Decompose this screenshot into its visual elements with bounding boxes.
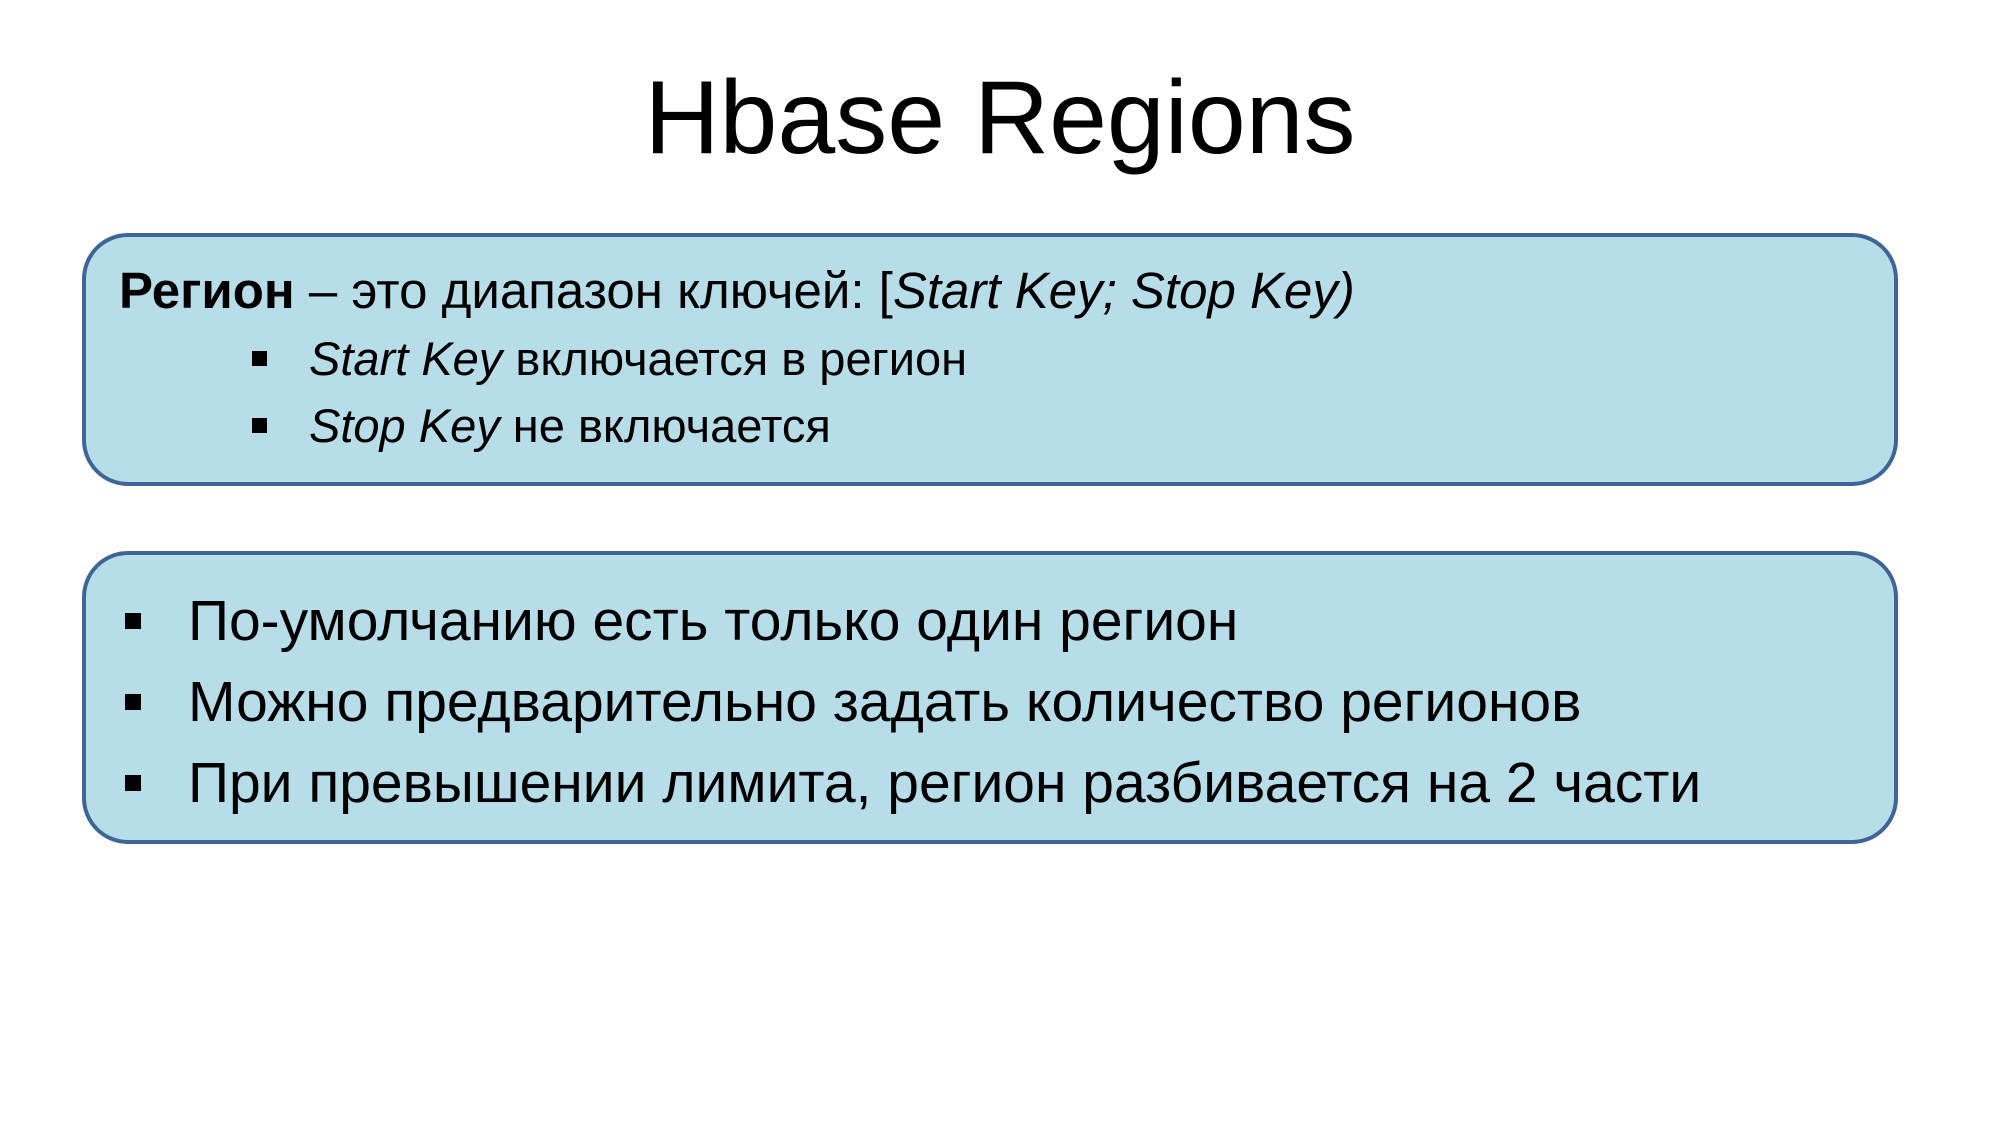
definition-text: – это диапазон ключей: [: [294, 262, 893, 319]
list-item: По-умолчанию есть только один регион: [123, 581, 1894, 662]
list-item: При превышении лимита, регион разбиваетс…: [123, 743, 1894, 824]
slide-title: Hbase Regions: [644, 60, 1356, 176]
square-bullet-icon: [252, 418, 267, 433]
key-name: Start Key: [309, 332, 503, 385]
fact-text: По-умолчанию есть только один регион: [188, 589, 1239, 653]
list-item: Stop Key не включается: [250, 392, 1894, 459]
key-rule-text: не включается: [499, 399, 831, 452]
fact-text: Можно предварительно задать количество р…: [188, 670, 1582, 734]
region-definition-box: Регион – это диапазон ключей: [Start Key…: [82, 233, 1898, 486]
list-item: Start Key включается в регион: [250, 325, 1894, 392]
fact-text: При превышении лимита, регион разбиваетс…: [188, 751, 1702, 815]
region-facts-list: По-умолчанию есть только один регион Мож…: [123, 581, 1894, 824]
key-name: Stop Key: [309, 399, 500, 452]
definition-range: Start Key; Stop Key): [892, 262, 1355, 319]
square-bullet-icon: [125, 613, 141, 629]
list-item: Можно предварительно задать количество р…: [123, 662, 1894, 743]
region-definition: Регион – это диапазон ключей: [Start Key…: [119, 257, 1894, 325]
key-rule-text: включается в регион: [502, 332, 968, 385]
square-bullet-icon: [252, 351, 267, 366]
square-bullet-icon: [125, 775, 141, 791]
region-facts-box: По-умолчанию есть только один регион Мож…: [82, 551, 1898, 844]
square-bullet-icon: [125, 694, 141, 710]
key-rules-list: Start Key включается в регион Stop Key н…: [119, 325, 1894, 459]
definition-term: Регион: [119, 262, 295, 319]
